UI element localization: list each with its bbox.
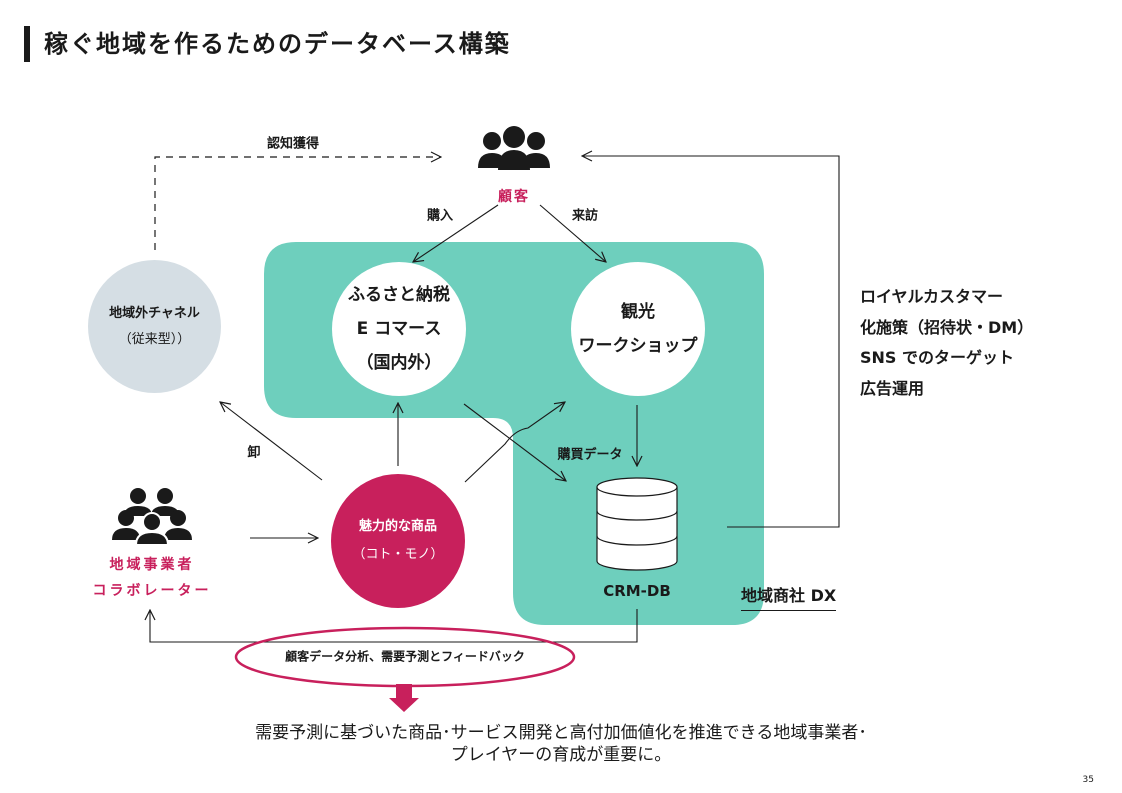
visit-label: 来訪 bbox=[571, 208, 599, 224]
loyalty-measures-text: ロイヤルカスタマー 化施策（招待状・DM） SNS でのターゲット 広告運用 bbox=[860, 282, 1033, 404]
page-title: 稼ぐ地域を作るためのデータベース構築 bbox=[44, 30, 511, 58]
business-label: 地域事業者 コラボレーター bbox=[93, 552, 212, 604]
loyalty-line-2: 化施策（招待状・DM） bbox=[860, 317, 1034, 337]
conclusion-line-1: 需要予測に基づいた商品･サービス開発と高付加価値化を推進できる地域事業者･ bbox=[255, 723, 867, 743]
crm-database-icon bbox=[596, 477, 678, 571]
business-group-icon bbox=[112, 488, 192, 546]
down-arrow-icon bbox=[389, 684, 419, 712]
crm-label: CRM-DB bbox=[603, 582, 671, 600]
channel-line1: 地域外チャネル bbox=[109, 305, 200, 321]
ecommerce-circle: ふるさと納税 E コマース （国内外） bbox=[332, 262, 466, 396]
loyalty-line-4: 広告運用 bbox=[860, 378, 925, 398]
ecommerce-to-crm-arrow bbox=[463, 403, 566, 481]
purchase-data-label: 購買データ bbox=[557, 447, 623, 463]
product-to-tourism-arrow bbox=[464, 402, 565, 483]
customer-icon bbox=[478, 126, 550, 170]
awareness-dashed-line bbox=[154, 157, 441, 250]
feedback-arrow bbox=[150, 609, 638, 643]
ecommerce-line2: E コマース bbox=[356, 319, 442, 339]
title-accent-bar bbox=[24, 26, 30, 62]
dx-label: 地域商社 DX bbox=[741, 582, 837, 611]
conclusion-text: 需要予測に基づいた商品･サービス開発と高付加価値化を推進できる地域事業者･ プレ… bbox=[0, 722, 1122, 766]
analysis-label: 顧客データ分析、需要予測とフィードバック bbox=[285, 649, 525, 664]
channel-circle: 地域外チャネル （従来型）） bbox=[88, 260, 221, 393]
awareness-label: 認知獲得 bbox=[266, 136, 320, 152]
product-line1: 魅力的な商品 bbox=[358, 519, 437, 534]
product-line2: （コト・モノ） bbox=[352, 547, 444, 562]
ecommerce-line1: ふるさと納税 bbox=[348, 285, 450, 305]
business-line1: 地域事業者 bbox=[109, 557, 195, 573]
channel-line2: （従来型）） bbox=[118, 331, 191, 347]
ecommerce-line3: （国内外） bbox=[356, 353, 442, 373]
customer-label: 顧客 bbox=[498, 189, 530, 205]
business-line2: コラボレーター bbox=[92, 583, 212, 599]
loyalty-loop-arrow bbox=[582, 156, 840, 528]
conclusion-line-2: プレイヤーの育成が重要に。 bbox=[450, 745, 672, 765]
wholesale-arrow bbox=[220, 402, 323, 481]
tourism-line2: ワークショップ bbox=[578, 336, 698, 356]
loyalty-line-3: SNS でのターゲット bbox=[860, 348, 1015, 367]
product-circle: 魅力的な商品 （コト・モノ） bbox=[331, 474, 465, 608]
purchase-label: 購入 bbox=[426, 208, 454, 224]
wholesale-label: 卸 bbox=[247, 445, 261, 461]
page-number: 35 bbox=[1082, 775, 1094, 785]
purchase-arrow bbox=[413, 204, 499, 262]
tourism-circle: 観光 ワークショップ bbox=[571, 262, 705, 396]
visit-arrow bbox=[539, 204, 606, 262]
tourism-line1: 観光 bbox=[621, 302, 655, 322]
loyalty-line-1: ロイヤルカスタマー bbox=[860, 287, 1004, 306]
